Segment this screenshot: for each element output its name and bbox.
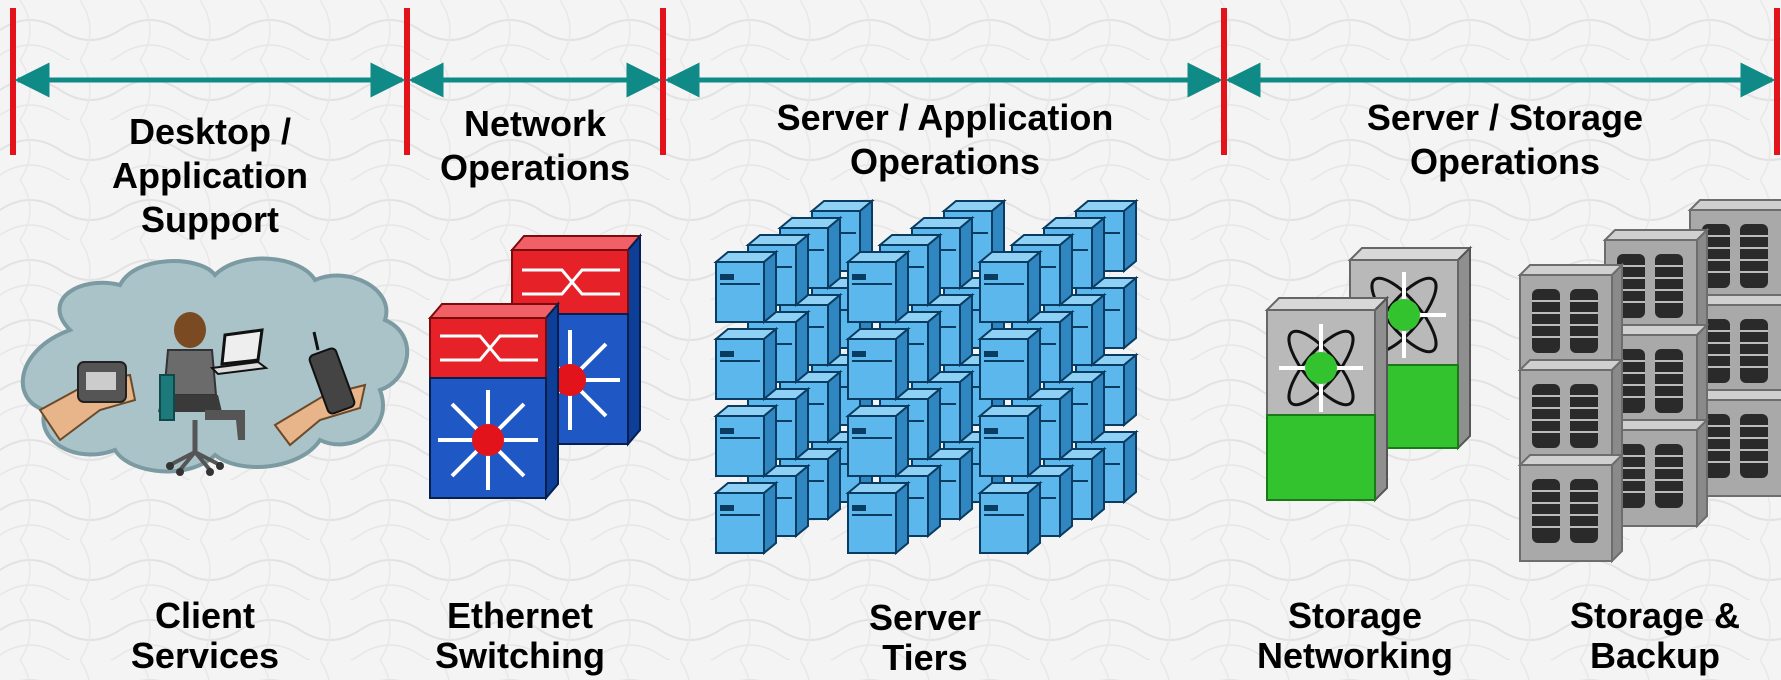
server-unit (715, 482, 777, 554)
server-unit (979, 328, 1041, 400)
server-unit (847, 328, 909, 400)
server-unit (847, 482, 909, 554)
server-unit (979, 482, 1041, 554)
storage-switch-icon (1264, 245, 1473, 503)
multilayer-switch-icon (427, 233, 643, 501)
server-unit (715, 251, 777, 323)
server-unit (847, 251, 909, 323)
component-label-storage-backup: Storage &Backup (1569, 595, 1741, 676)
server-unit (847, 405, 909, 477)
server-unit (979, 251, 1041, 323)
client-cloud-icon (20, 256, 410, 476)
server-cluster-icon (715, 200, 1137, 554)
server-unit (715, 328, 777, 400)
server-unit (715, 405, 777, 477)
server-unit (979, 405, 1041, 477)
section-dividers (10, 8, 1780, 155)
